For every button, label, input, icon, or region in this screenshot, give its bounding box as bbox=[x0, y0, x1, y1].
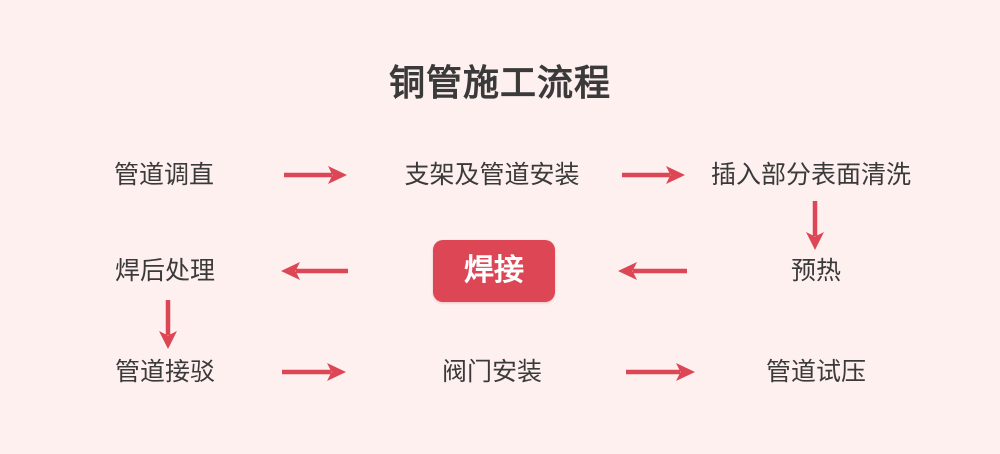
node-welding: 焊接 bbox=[433, 240, 555, 302]
arrow-right-icon bbox=[281, 362, 346, 382]
arrow-right-icon bbox=[283, 165, 347, 185]
arrow-left-icon bbox=[281, 261, 349, 281]
arrow-right-icon bbox=[621, 165, 685, 185]
node-bracket-and-pipe-installation: 支架及管道安装 bbox=[404, 161, 580, 189]
node-post-weld-treatment: 焊后处理 bbox=[114, 257, 216, 285]
node-insert-surface-cleaning: 插入部分表面清洗 bbox=[710, 161, 912, 189]
arrow-down-icon bbox=[158, 299, 178, 349]
arrow-right-icon bbox=[625, 362, 695, 382]
page-title: 铜管施工流程 bbox=[388, 62, 611, 103]
arrow-left-icon bbox=[618, 261, 688, 281]
node-preheating: 预热 bbox=[790, 257, 842, 285]
node-pipe-connection: 管道接驳 bbox=[114, 358, 216, 386]
node-pipe-pressure-test: 管道试压 bbox=[765, 358, 867, 386]
node-valve-installation: 阀门安装 bbox=[441, 358, 543, 386]
node-pipe-straightening: 管道调直 bbox=[113, 161, 215, 189]
arrow-down-icon bbox=[805, 200, 825, 250]
